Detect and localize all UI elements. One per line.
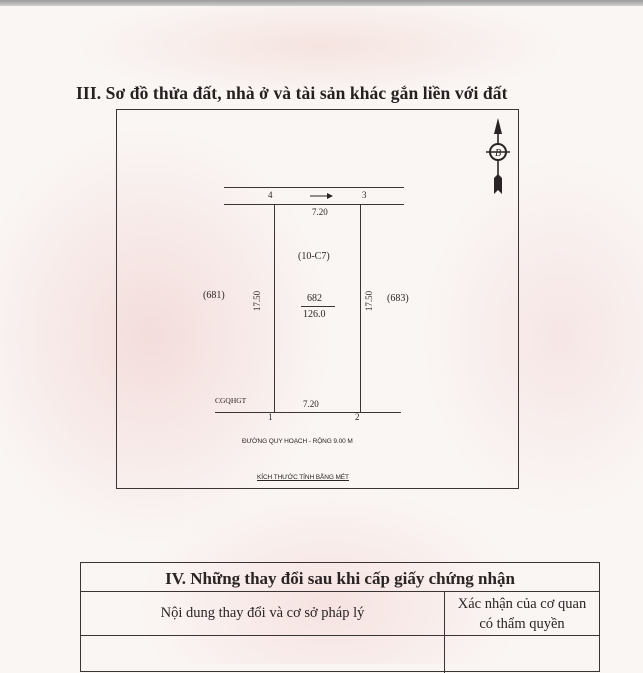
left-edge-length: 17.50 [252, 290, 263, 312]
left-boundary-line [274, 204, 275, 413]
column-divider [444, 591, 445, 673]
compass-letter: B [495, 148, 501, 159]
parcel-fraction-line [301, 306, 335, 307]
column-header-change-content: Nội dung thay đổi và cơ sở pháp lý [160, 605, 365, 621]
bottom-boundary-line [215, 412, 401, 413]
bottom-edge-length: 7.20 [303, 399, 319, 409]
certificate-background-pattern [0, 6, 643, 664]
road-label: ĐƯỜNG QUY HOẠCH - RỘNG 9.00 M [242, 438, 353, 445]
right-edge-length: 17.50 [364, 290, 375, 312]
arrow-right-icon [310, 193, 333, 199]
authority-header-line-1: Xác nhận của cơ quan [457, 596, 587, 612]
north-arrow-compass-icon: B [486, 118, 510, 194]
parcel-number: 682 [307, 293, 322, 304]
authority-header-line-2: có thẩm quyền [479, 616, 565, 632]
right-neighbor-parcel: (683) [387, 293, 409, 304]
row-divider [81, 635, 599, 636]
point-1-label: 1 [268, 412, 273, 422]
section-4-title: IV. Những thay đổi sau khi cấp giấy chứn… [81, 563, 599, 592]
table-row-authority-cell [445, 636, 599, 673]
units-note: KÍCH THƯỚC TÍNH BẰNG MÉT [257, 474, 349, 481]
left-neighbor-parcel: (681) [203, 290, 225, 301]
map-sheet-number: (10-C7) [298, 251, 330, 262]
window-top-edge [0, 0, 643, 6]
changes-table: IV. Những thay đổi sau khi cấp giấy chứn… [80, 562, 600, 673]
point-4-label: 4 [268, 190, 273, 200]
corner-label: CGQHGT [215, 396, 247, 405]
top-boundary-line-upper [224, 187, 404, 188]
land-plot-diagram: B 4 3 7.20 (10-C7) 682 126.0 (681) (683)… [116, 109, 519, 489]
point-2-label: 2 [355, 412, 360, 422]
right-boundary-line [360, 204, 361, 413]
top-boundary-line [224, 204, 404, 205]
point-3-label: 3 [362, 190, 367, 200]
parcel-area: 126.0 [303, 309, 326, 320]
table-row-change-content-cell [81, 636, 444, 673]
column-header-authority-confirmation: Xác nhận của cơ quan có thẩm quyền [445, 591, 599, 635]
section-3-title: III. Sơ đồ thửa đất, nhà ở và tài sản kh… [76, 83, 508, 103]
top-edge-length: 7.20 [312, 207, 328, 217]
